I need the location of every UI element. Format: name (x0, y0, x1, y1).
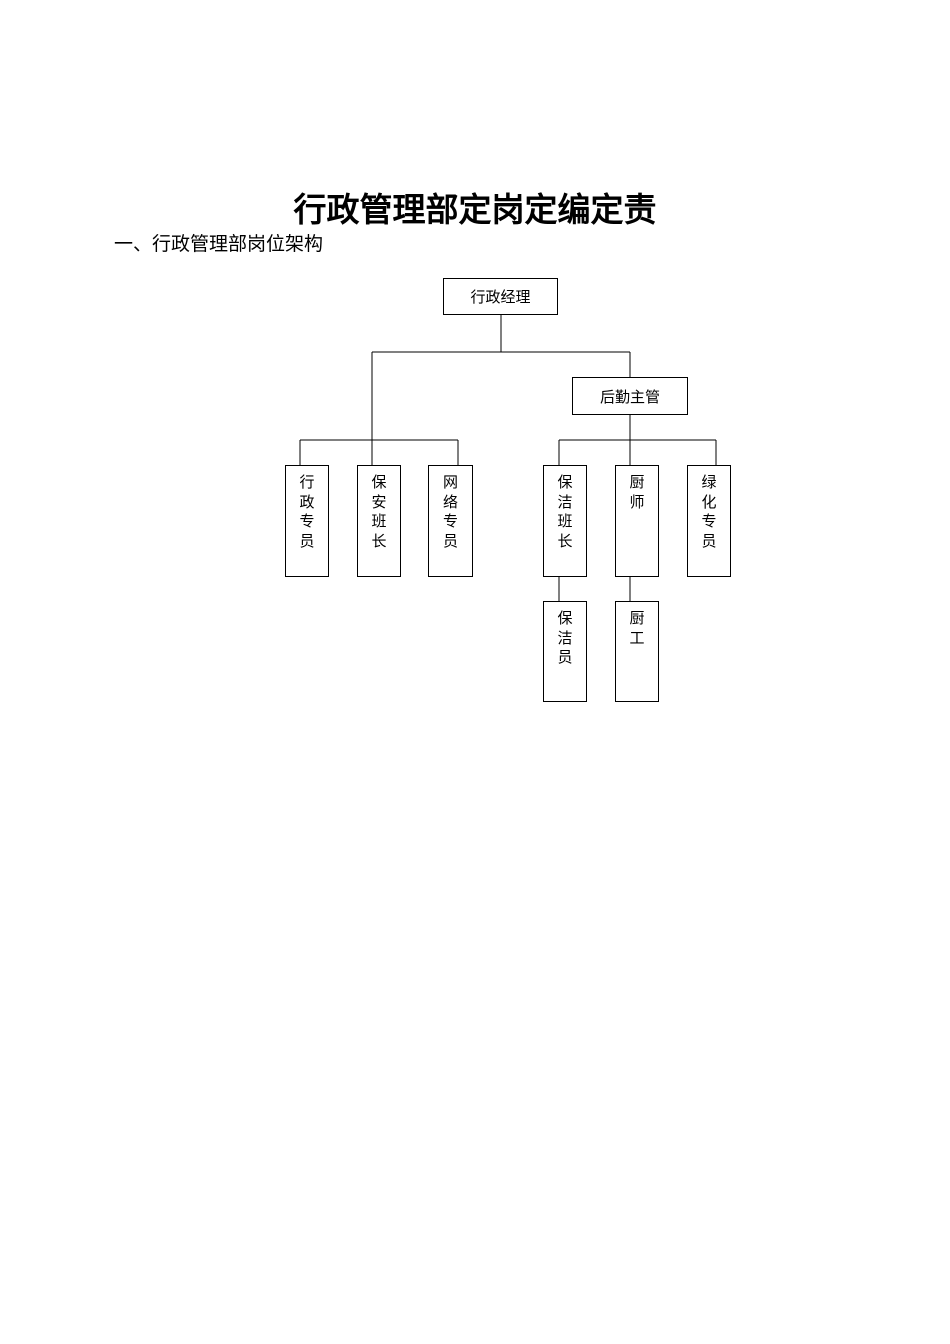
node-kitchen-worker-label: 厨 工 (629, 609, 645, 647)
node-security-leader: 保安班长 (357, 465, 401, 577)
node-manager: 行政经理 (443, 278, 558, 315)
node-cleaner-label: 保洁员 (557, 609, 573, 666)
node-admin-specialist-label: 行政专员 (299, 473, 315, 550)
node-security-leader-label: 保安班长 (371, 473, 387, 550)
node-cleaning-leader-label: 保洁班长 (557, 473, 573, 550)
node-logistics-supervisor-label: 后勤主管 (599, 387, 660, 406)
section-heading: 一、行政管理部岗位架构 (114, 233, 324, 255)
node-cleaning-leader: 保洁班长 (543, 465, 587, 577)
node-network-specialist: 网络专员 (428, 465, 473, 577)
node-logistics-supervisor: 后勤主管 (572, 377, 688, 415)
page-title: 行政管理部定岗定编定责 (293, 190, 657, 229)
node-admin-specialist: 行政专员 (285, 465, 329, 577)
node-greening-specialist: 绿化专员 (687, 465, 731, 577)
node-kitchen-worker: 厨 工 (615, 601, 659, 702)
node-cleaner: 保洁员 (543, 601, 587, 702)
node-greening-specialist-label: 绿化专员 (701, 473, 717, 550)
node-chef: 厨 师 (615, 465, 659, 577)
node-chef-label: 厨 师 (629, 473, 645, 511)
node-network-specialist-label: 网络专员 (442, 473, 458, 550)
node-manager-label: 行政经理 (470, 288, 531, 306)
